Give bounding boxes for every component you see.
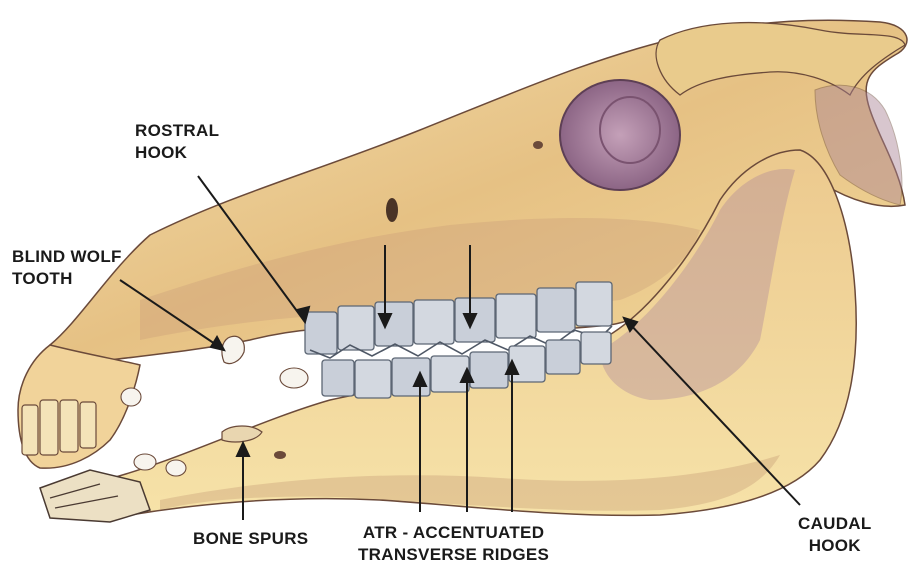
caudal-hook-label-line-1: CAUDAL (798, 513, 872, 535)
atr-label-line-2: TRANSVERSE RIDGES (358, 544, 549, 566)
rostral-hook-label-line-1: ROSTRAL (135, 120, 219, 142)
caudal-hook-label-line-2: HOOK (798, 535, 872, 557)
orbit (560, 80, 680, 190)
bone-spurs-label: BONE SPURS (193, 528, 308, 550)
blind-wolf-tooth (222, 336, 244, 363)
rostral-hook-label-line-2: HOOK (135, 142, 219, 164)
upper-canine (121, 388, 141, 406)
premolar-cap (280, 368, 308, 388)
atr-label-line-1: ATR - ACCENTUATED (358, 522, 549, 544)
lower-canine-2 (166, 460, 186, 476)
blind-wolf-tooth-label: BLIND WOLF TOOTH (12, 246, 122, 290)
bone-spurs-label-line-1: BONE SPURS (193, 528, 308, 550)
mental-foramen (274, 451, 286, 459)
lower-canine-1 (134, 454, 156, 470)
caudal-hook-label: CAUDAL HOOK (798, 513, 872, 557)
rostral-hook-label: ROSTRAL HOOK (135, 120, 219, 164)
skull-mark (533, 141, 543, 149)
blind-wolf-tooth-label-line-2: TOOTH (12, 268, 122, 290)
infraorbital-foramen (386, 198, 398, 222)
atr-label: ATR - ACCENTUATED TRANSVERSE RIDGES (358, 522, 549, 566)
blind-wolf-tooth-label-line-1: BLIND WOLF (12, 246, 122, 268)
